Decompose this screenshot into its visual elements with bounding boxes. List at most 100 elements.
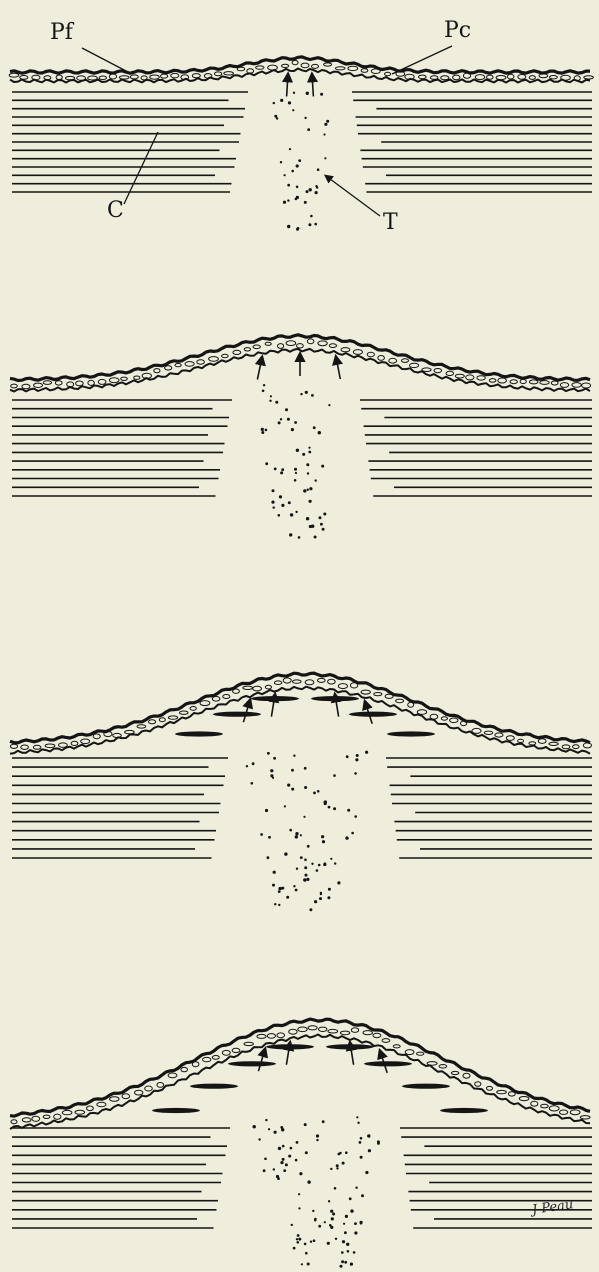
periosteal-cell (549, 742, 558, 745)
tissue-dot (341, 1260, 344, 1263)
periosteal-cell (268, 65, 278, 70)
tissue-dot (293, 885, 295, 887)
periosteal-cell (256, 66, 264, 69)
tissue-dot (305, 1151, 308, 1154)
tissue-dot (304, 201, 307, 204)
periosteal-cell (222, 1050, 230, 1055)
tissue-dot (273, 506, 275, 508)
periosteal-cell (580, 1116, 590, 1119)
tissue-dot (262, 390, 265, 393)
tissue-dot (272, 884, 275, 887)
periosteal-cell (181, 1067, 188, 1071)
periosteal-cell (561, 75, 571, 80)
tissue-dot (296, 868, 298, 870)
tissue-dot (315, 479, 317, 481)
periosteal-cell (584, 76, 594, 79)
tissue-dot (355, 1187, 357, 1189)
tissue-dot (354, 772, 357, 775)
tissue-dot (304, 117, 306, 119)
tissue-dot (288, 101, 291, 104)
tissue-dot (304, 767, 307, 770)
panel-stage-4 (10, 1019, 592, 1268)
tissue-dot (346, 1243, 349, 1246)
periosteal-cell (463, 73, 470, 78)
periosteal-cell (396, 699, 404, 703)
tissue-dot (278, 421, 281, 424)
periosteal-cell (192, 74, 200, 78)
tissue-dot (263, 384, 265, 386)
tissue-dot (307, 1263, 310, 1266)
leader-t (326, 176, 380, 216)
tissue-dot (287, 784, 290, 787)
tissue-dot (319, 516, 322, 519)
tissue-dot (306, 517, 309, 520)
periosteal-cell (329, 344, 336, 348)
tissue-dot (278, 514, 281, 517)
tissue-dot (307, 845, 310, 848)
periosteal-cell (378, 356, 385, 361)
tissue-dot (304, 866, 307, 869)
tissue-dot (347, 1250, 350, 1253)
periosteal-cell (22, 1118, 31, 1122)
tissue-dot (321, 835, 324, 838)
periosteal-cell (328, 679, 336, 684)
tissue-dot (304, 1123, 307, 1126)
tissue-dot (316, 869, 319, 872)
lenticular-cell (190, 1084, 238, 1089)
periosteal-cell (361, 69, 368, 73)
tissue-dot (349, 1197, 352, 1200)
periosteal-cell (10, 744, 17, 748)
tissue-dot (296, 449, 299, 452)
tissue-dot (294, 421, 297, 424)
periosteal-cell (197, 360, 205, 364)
tissue-dot (309, 525, 312, 528)
periosteal-cell (20, 76, 28, 80)
lenticular-cell (228, 1061, 276, 1066)
periosteal-cell (175, 363, 181, 366)
periosteal-cell (265, 685, 271, 689)
lenticular-cell (440, 1108, 488, 1113)
periosteal-cell (338, 684, 347, 689)
tissue-dot (313, 426, 316, 429)
periosteal-cell (121, 377, 128, 380)
tissue-dot (284, 852, 287, 855)
periosteal-cell (353, 350, 362, 355)
periosteal-cell (21, 745, 29, 749)
tissue-dot (309, 188, 312, 191)
periosteal-cell (319, 1027, 327, 1031)
tissue-dot (345, 1215, 348, 1218)
periosteal-cell (405, 1050, 414, 1055)
periosteum-inner-stage-3 (10, 687, 590, 754)
periosteal-cell (393, 1045, 400, 1048)
periosteal-cell (550, 76, 558, 79)
periosteal-cell (340, 1031, 349, 1035)
periosteal-cell (540, 381, 549, 385)
tissue-dot (361, 1194, 364, 1197)
tissue-dot (267, 856, 270, 859)
tissue-dot (343, 1223, 345, 1225)
tissue-dot (280, 1161, 283, 1164)
tissue-dot (296, 1141, 299, 1144)
periosteal-cell (427, 1062, 437, 1066)
periosteal-cell (209, 357, 219, 362)
periosteal-cell (472, 728, 481, 733)
tissue-dot (354, 1222, 357, 1225)
tissue-dot (286, 896, 289, 899)
tissue-dot (295, 889, 298, 892)
periosteal-cell (318, 341, 327, 346)
periosteal-cell (257, 1034, 266, 1038)
tissue-dot (295, 511, 297, 513)
tissue-dot (333, 807, 336, 810)
leader-pf (82, 48, 128, 72)
tissue-dot (294, 468, 297, 471)
tissue-dot (287, 225, 290, 228)
periosteal-cell (461, 721, 467, 726)
tissue-dot (298, 1193, 300, 1195)
periosteal-cell (168, 1073, 177, 1078)
periosteal-cell (389, 358, 397, 363)
periosteal-cell (55, 381, 62, 385)
periosteal-cell (253, 686, 262, 691)
periosteal-cell (367, 352, 374, 357)
tissue-dot (295, 1159, 298, 1162)
